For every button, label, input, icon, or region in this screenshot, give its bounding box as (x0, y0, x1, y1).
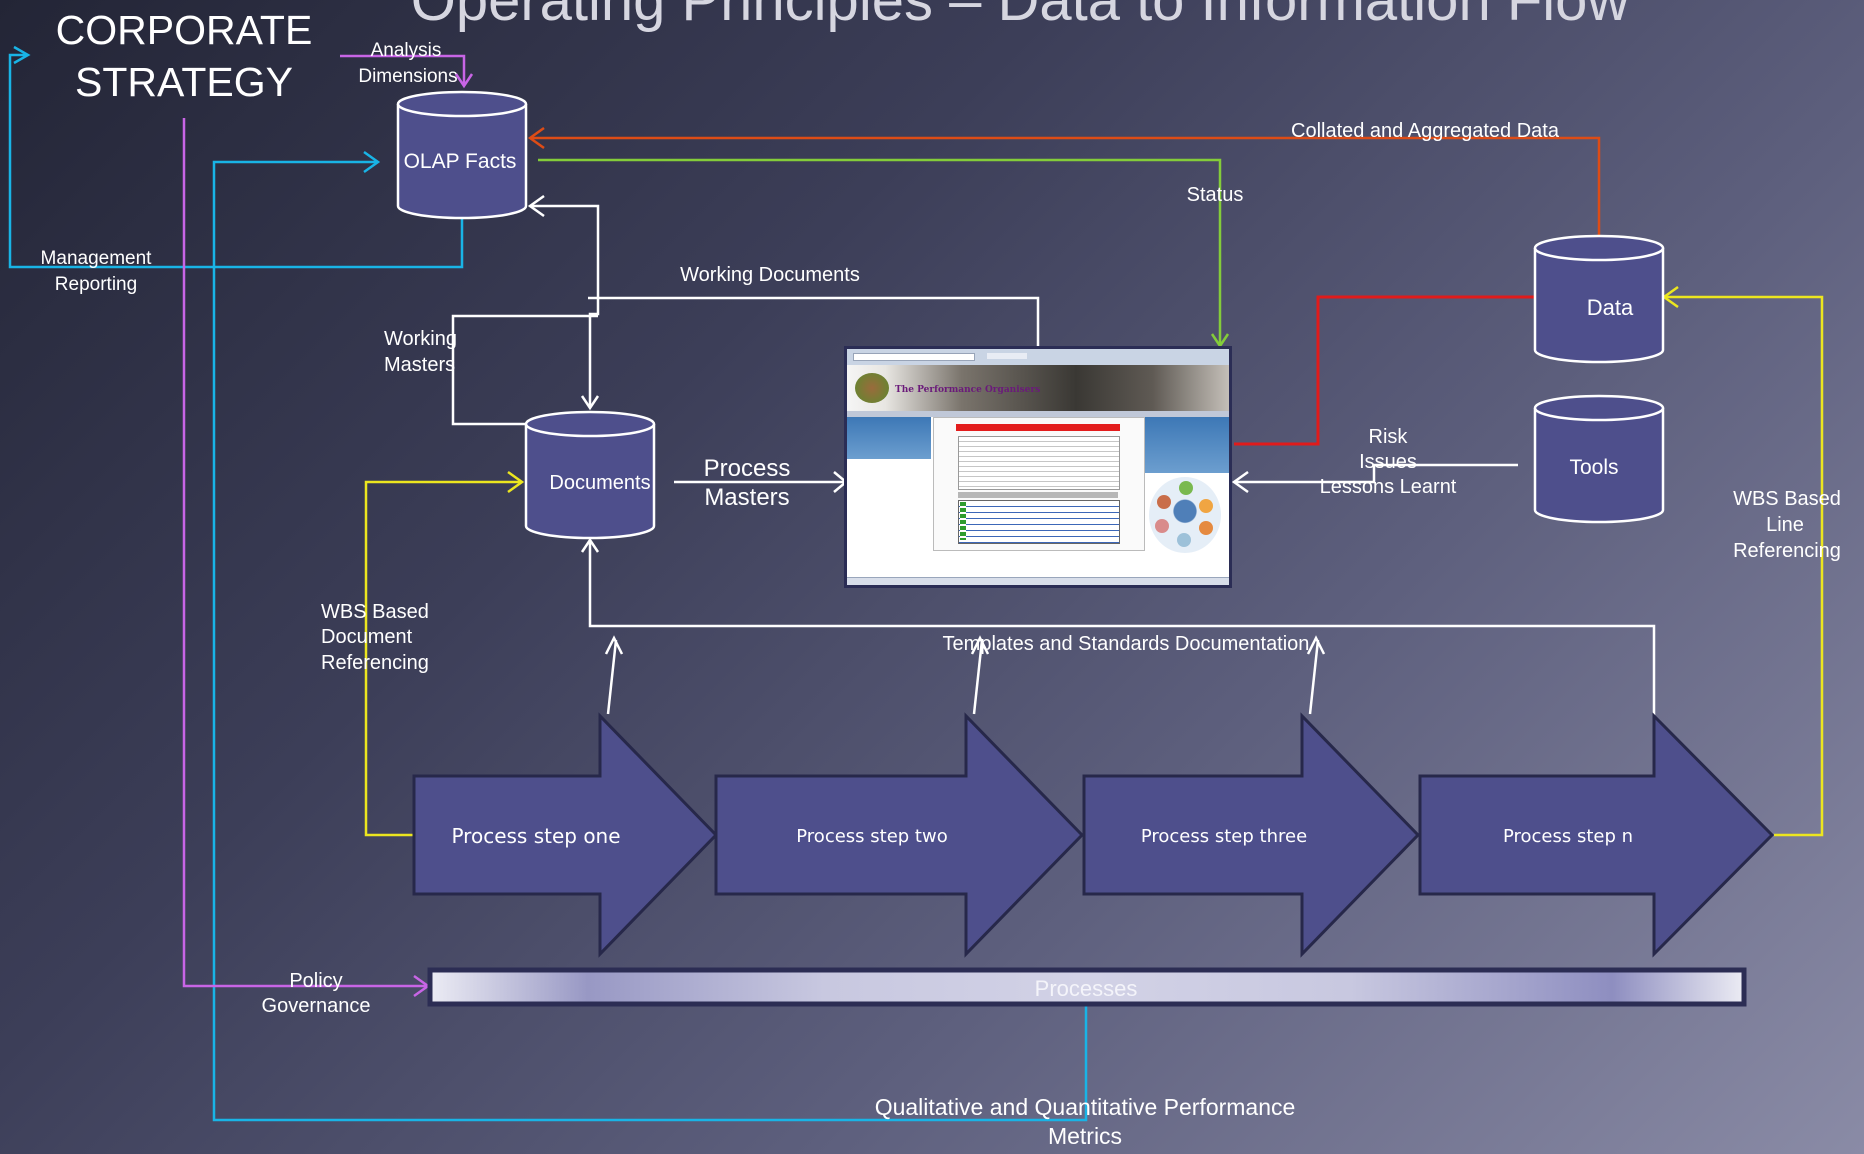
wbs-document-referencing-line (364, 470, 525, 837)
corporate-strategy-line1: CORPORATE (56, 7, 313, 53)
site-process-wheel (1149, 477, 1221, 553)
status-line (538, 158, 1230, 349)
status-label: Status (1187, 184, 1244, 206)
policy-governance-line1: Policy (289, 970, 342, 992)
white-connectors (451, 194, 1656, 716)
analysis-dimensions-line2: Dimensions (358, 66, 457, 87)
policy-governance-line2: Governance (262, 995, 371, 1017)
process-step-label: Process step n (1503, 826, 1633, 847)
data-link-line (1234, 295, 1536, 446)
process-step-label: Process step two (796, 826, 947, 847)
policy-governance-line (182, 118, 431, 998)
process-step-label: Process step one (451, 824, 620, 848)
analysis-dimensions-line (340, 54, 474, 89)
site-nav-bar (847, 411, 1229, 417)
management-reporting-line1: Management (41, 248, 153, 269)
tools-label: Tools (1569, 456, 1618, 479)
page-title: Operating Principles – Data to Informati… (411, 0, 1631, 33)
wbs-doc-ref-line3: Referencing (321, 652, 429, 674)
process-masters-line1: Process (704, 455, 791, 482)
lessons-learnt-label: Lessons Learnt (1320, 476, 1457, 498)
documents-database: Documents (524, 410, 656, 540)
collated-data-line (527, 126, 1601, 236)
metrics-label-line2: Metrics (1048, 1123, 1122, 1149)
site-banner: The Performance Organisers (847, 365, 1229, 411)
website-screenshot: The Performance Organisers (844, 346, 1232, 588)
analysis-dimensions-line1: Analysis (371, 40, 442, 61)
process-step-arrow: Process step two (714, 712, 1085, 958)
process-step-label: Process step three (1141, 826, 1307, 847)
working-masters-line2: Masters (384, 354, 455, 376)
processes-bar: Processes (427, 967, 1747, 1007)
wbs-doc-ref-line2: Document (321, 626, 413, 648)
process-masters-line2: Masters (704, 484, 789, 511)
documents-label: Documents (549, 472, 650, 494)
process-step-arrow: Process step n (1418, 712, 1775, 958)
wbs-line-ref-line3: Referencing (1733, 540, 1841, 562)
process-step-arrow: Process step one (412, 712, 719, 958)
collated-aggregated-label: Collated and Aggregated Data (1291, 120, 1560, 142)
data-database: Data (1533, 234, 1665, 364)
tools-database: Tools (1533, 394, 1665, 524)
wbs-line-ref-line2: Line (1766, 514, 1804, 536)
process-step-arrow: Process step three (1082, 712, 1421, 958)
working-documents-label: Working Documents (680, 264, 860, 286)
risk-label: Risk (1369, 426, 1409, 448)
browser-toolbar (847, 349, 1229, 366)
working-masters-line1: Working (384, 328, 457, 350)
templates-standards-label: Templates and Standards Documentation (943, 633, 1310, 655)
wbs-doc-ref-line1: WBS Based (321, 601, 429, 623)
data-label: Data (1587, 295, 1634, 320)
corporate-strategy-line2: STRATEGY (75, 59, 293, 105)
olap-facts-database: OLAP Facts (396, 90, 528, 220)
management-reporting-line (8, 45, 464, 269)
metrics-label-line1: Qualitative and Quantitative Performance (875, 1094, 1296, 1120)
wbs-line-ref-line1: WBS Based (1733, 488, 1841, 510)
olap-facts-label: OLAP Facts (404, 150, 517, 173)
site-right-sidebar (1145, 417, 1229, 473)
site-content-panel (933, 417, 1145, 551)
issues-label: Issues (1359, 451, 1417, 473)
site-logo (855, 373, 889, 403)
browser-status-bar (847, 577, 1229, 585)
site-header-title: The Performance Organisers (895, 385, 1041, 395)
site-left-sidebar (847, 417, 931, 459)
processes-bar-label: Processes (1035, 976, 1138, 1001)
management-reporting-line2: Reporting (55, 274, 137, 295)
